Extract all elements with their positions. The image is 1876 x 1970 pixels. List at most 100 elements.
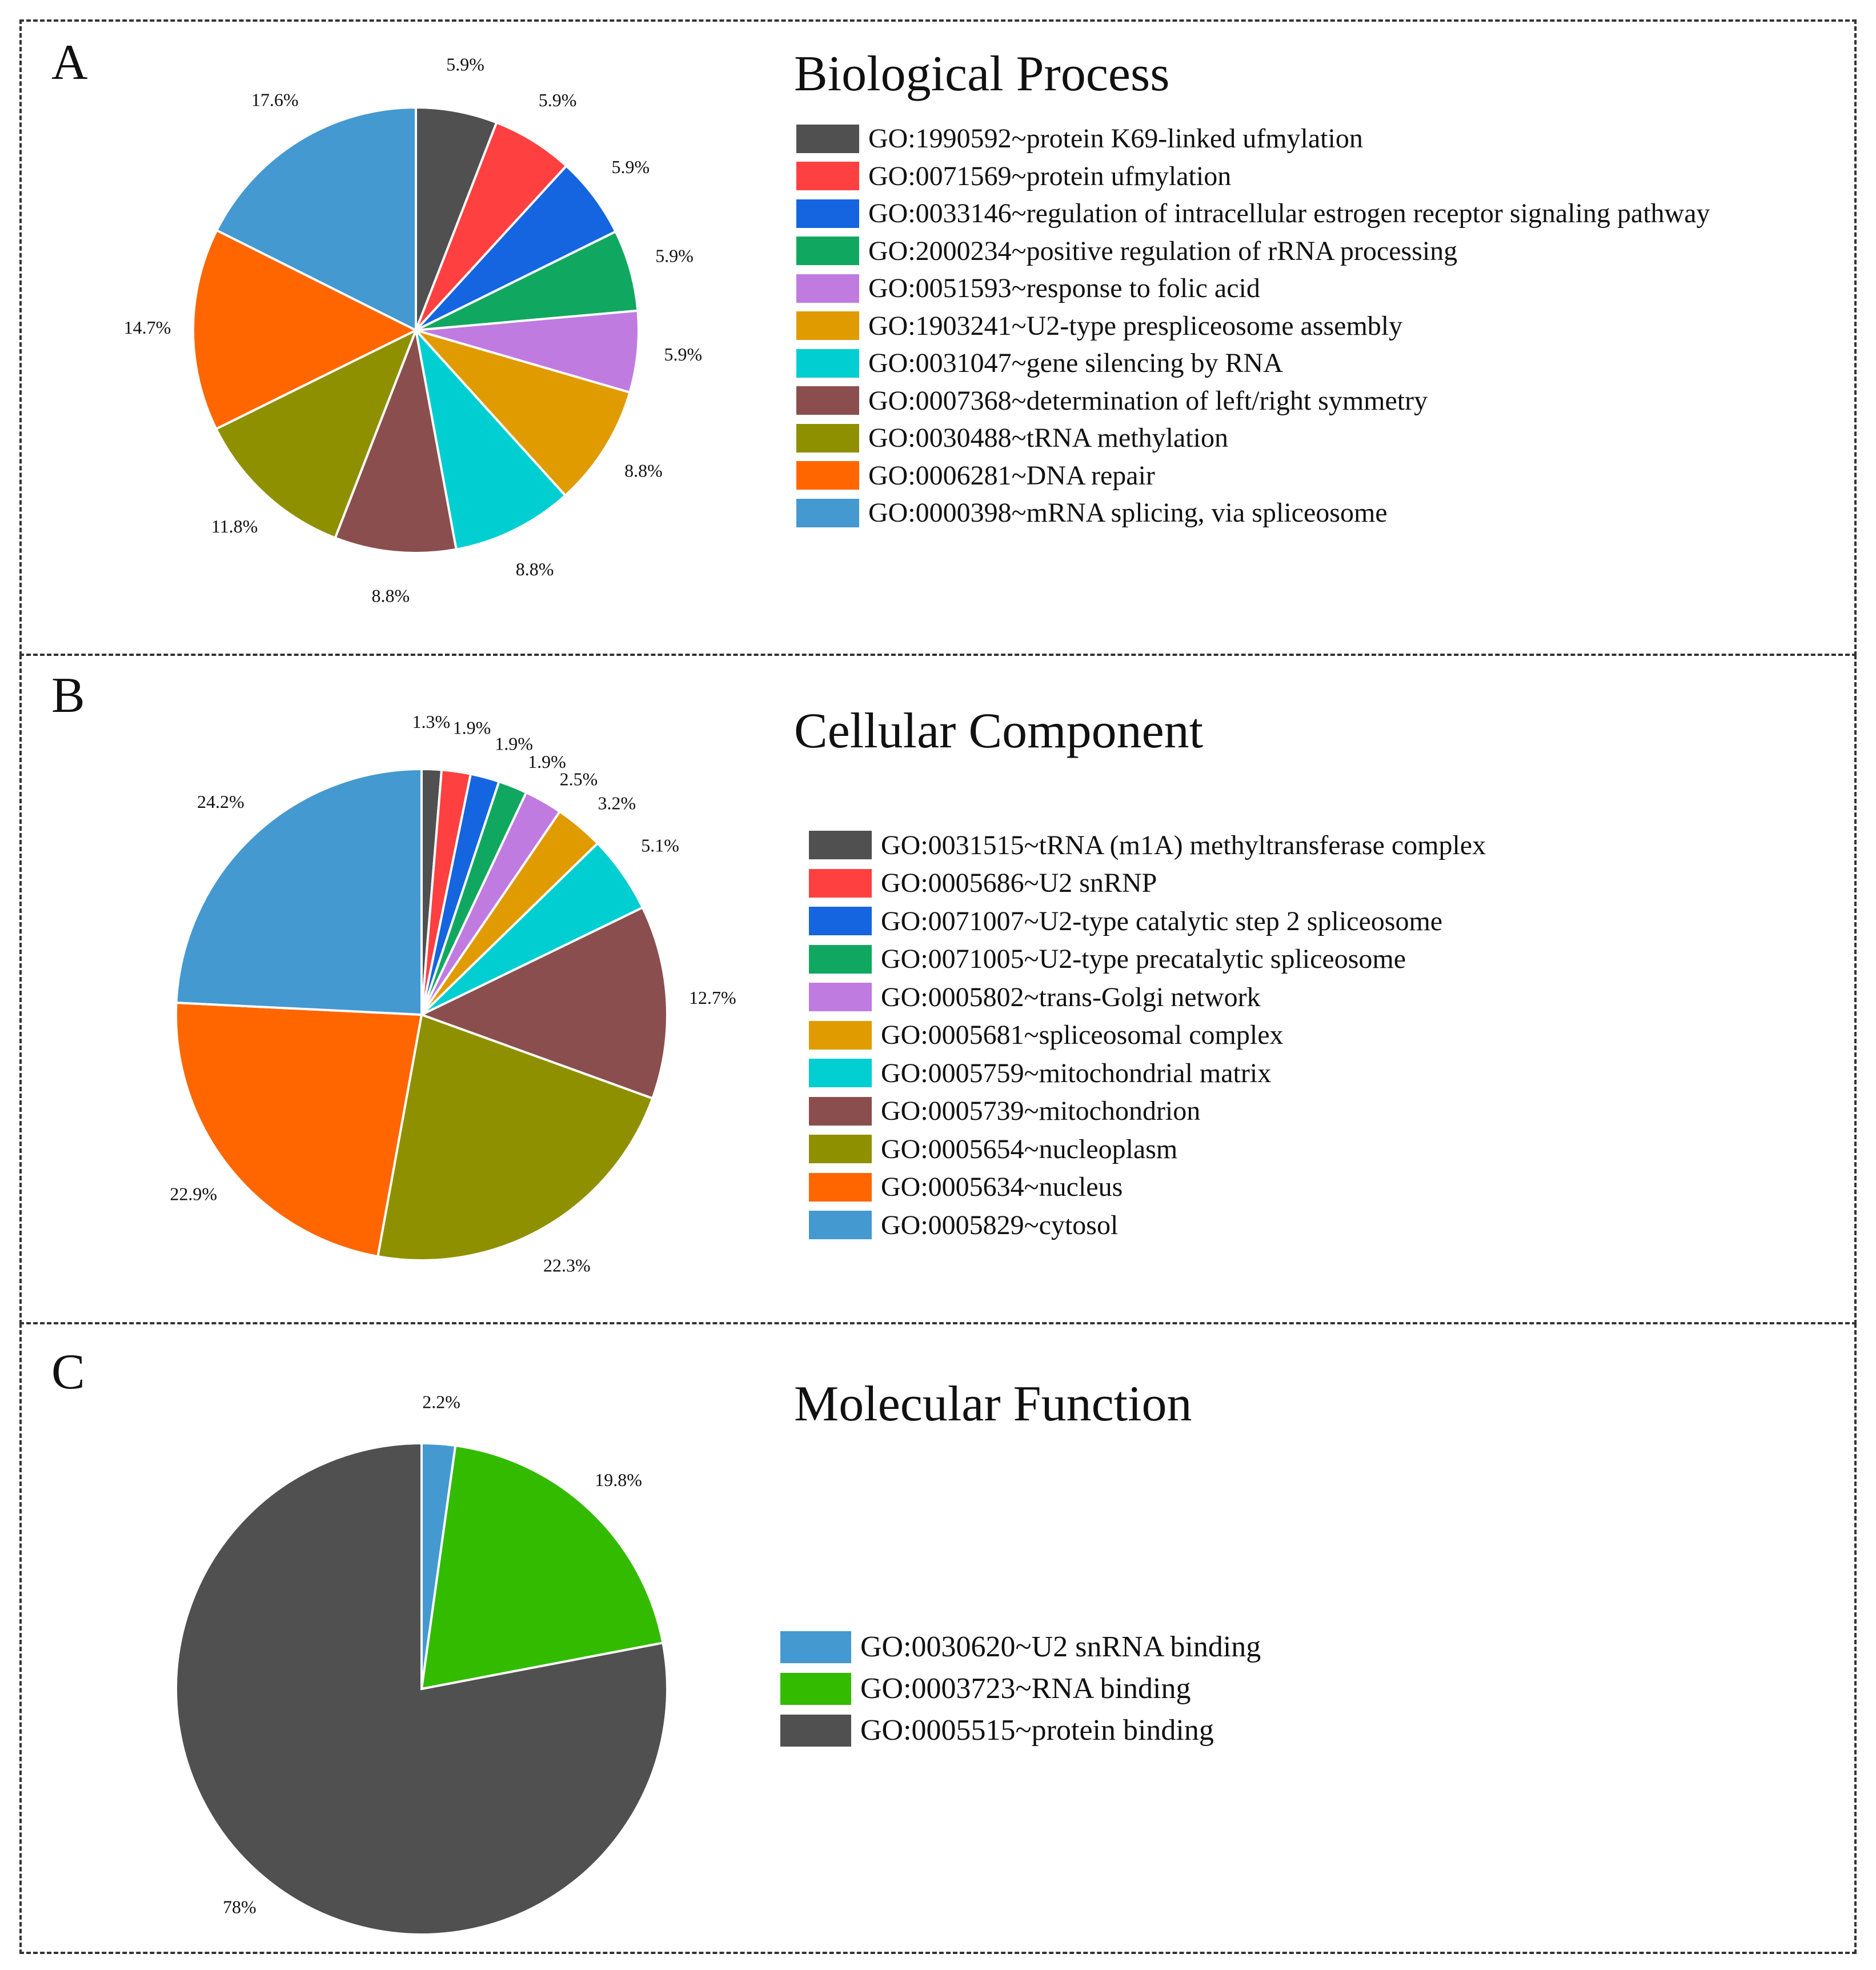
legend-item: GO:0033146~regulation of intracellular e… [796, 195, 1710, 233]
legend-swatch [809, 944, 872, 974]
legend-item: GO:0071005~U2-type precatalytic spliceos… [809, 940, 1486, 979]
panel-letter: C [51, 1344, 85, 1400]
slice-percent-label: 11.8% [211, 516, 258, 536]
legend-label: GO:0030488~tRNA methylation [868, 423, 1228, 454]
pie-slice [415, 230, 639, 331]
legend-swatch [796, 423, 859, 453]
legend-swatch [796, 311, 859, 341]
legend-label: GO:0071005~U2-type precatalytic spliceos… [881, 944, 1406, 975]
legend-label: GO:0005681~spliceosomal complex [881, 1020, 1284, 1051]
panel-cellular-component: B Cellular Component 1.3%1.9%1.9%1.9%2.5… [19, 655, 1857, 1324]
pie-slice [415, 309, 640, 394]
legend-item: GO:0031047~gene silencing by RNA [796, 345, 1710, 382]
pie-slice [415, 106, 498, 331]
pie-slice [412, 328, 631, 498]
legend-label: GO:0005802~trans-Golgi network [881, 982, 1261, 1012]
legend-item: GO:0071569~protein ufmylation [796, 158, 1710, 195]
legend-swatch [809, 983, 872, 1012]
legend-item: GO:0007368~determination of left/right s… [796, 382, 1710, 420]
legend-label: GO:0003723~RNA binding [860, 1672, 1191, 1705]
slice-percent-label: 78% [223, 1897, 256, 1917]
legend-item: GO:0005829~cytosol [809, 1206, 1486, 1244]
legend-swatch [780, 1631, 851, 1663]
legend-item: GO:0030488~tRNA methylation [796, 419, 1710, 457]
legend-biological-process: GO:1990592~protein K69-linked ufmylation… [796, 120, 1710, 532]
pie-slice [334, 326, 458, 554]
pie-slice [415, 164, 618, 331]
legend-swatch [796, 199, 859, 228]
pie-slice [376, 1013, 654, 1262]
slice-percent-label: 1.3% [412, 711, 451, 732]
slice-percent-label: 5.1% [641, 835, 679, 855]
slice-percent-label: 12.7% [689, 987, 736, 1008]
legend-swatch [796, 237, 859, 266]
legend-label: GO:0005654~nucleoplasm [881, 1134, 1178, 1164]
legend-label: GO:0006281~DNA repair [868, 460, 1155, 491]
legend-swatch [809, 1096, 872, 1126]
panel-letter: A [51, 35, 88, 90]
panel-letter: B [51, 668, 85, 723]
legend-label: GO:0000398~mRNA splicing, via spliceosom… [868, 498, 1388, 528]
legend-item: GO:0030620~U2 snRNA binding [780, 1626, 1261, 1668]
legend-cellular-component: GO:0031515~tRNA (m1A) methyltransferase … [809, 826, 1486, 1244]
legend-label: GO:0005515~protein binding [860, 1714, 1214, 1747]
legend-item: GO:0000398~mRNA splicing, via spliceosom… [796, 494, 1710, 532]
pie-slice [414, 326, 567, 551]
chart-title: Molecular Function [794, 1376, 1192, 1432]
legend-swatch [809, 1172, 872, 1202]
legend-label: GO:0031515~tRNA (m1A) methyltransferase … [881, 830, 1486, 860]
pie-slice [214, 327, 418, 540]
legend-item: GO:0005515~protein binding [780, 1709, 1261, 1751]
legend-item: GO:0071007~U2-type catalytic step 2 spli… [809, 902, 1486, 940]
legend-swatch [809, 907, 872, 936]
legend-label: GO:0033146~regulation of intracellular e… [868, 198, 1710, 229]
panel-molecular-function: C Molecular Function 2.2%19.8%78% GO:003… [19, 1323, 1857, 1954]
legend-label: GO:0031047~gene silencing by RNA [868, 348, 1283, 379]
legend-item: GO:0005802~trans-Golgi network [809, 978, 1486, 1016]
slice-percent-label: 3.2% [598, 793, 636, 814]
slice-percent-label: 24.2% [197, 791, 244, 812]
slice-percent-label: 1.9% [528, 751, 566, 772]
slice-percent-label: 2.5% [560, 768, 598, 789]
slice-percent-label: 1.9% [495, 734, 533, 754]
pie-slice [418, 906, 668, 1100]
pie-slice [175, 1442, 668, 1936]
legend-label: GO:0005739~mitochondrion [881, 1096, 1201, 1127]
pie-slice [192, 229, 419, 431]
legend-label: GO:1990592~protein K69-linked ufmylation [868, 123, 1363, 154]
legend-label: GO:0005829~cytosol [881, 1210, 1119, 1240]
legend-item: GO:0005681~spliceosomal complex [809, 1016, 1486, 1055]
panel-biological-process: A Biological Process 5.9%5.9%5.9%5.9%5.9… [19, 19, 1857, 656]
legend-item: GO:0031515~tRNA (m1A) methyltransferase … [809, 826, 1486, 864]
slice-percent-label: 22.9% [170, 1184, 217, 1204]
legend-item: GO:0051593~response to folic acid [796, 270, 1710, 307]
slice-percent-label: 5.9% [446, 54, 484, 74]
slice-percent-label: 17.6% [251, 89, 299, 110]
legend-swatch [780, 1672, 851, 1705]
legend-label: GO:0071007~U2-type catalytic step 2 spli… [881, 906, 1443, 936]
slice-percent-label: 8.8% [624, 461, 663, 481]
legend-item: GO:0003723~RNA binding [780, 1668, 1261, 1709]
legend-label: GO:0030620~U2 snRNA binding [860, 1631, 1261, 1663]
legend-swatch [809, 831, 872, 860]
legend-swatch [796, 162, 859, 191]
pie-chart-molecular-function: 2.2%19.8%78% [175, 1392, 668, 1936]
slice-percent-label: 5.9% [539, 90, 577, 110]
legend-label: GO:0007368~determination of left/right s… [868, 385, 1428, 416]
legend-swatch [809, 1059, 872, 1088]
legend-swatch [780, 1714, 851, 1747]
slice-percent-label: 5.9% [655, 245, 694, 266]
slice-percent-label: 8.8% [516, 559, 554, 579]
pie-slice [175, 767, 423, 1016]
legend-item: GO:2000234~positive regulation of rRNA p… [796, 233, 1710, 270]
slice-percent-label: 14.7% [124, 317, 171, 338]
pie-slice [215, 106, 417, 333]
legend-item: GO:0005686~U2 snRNP [809, 864, 1486, 903]
legend-swatch [809, 1135, 872, 1164]
pie-slice [415, 121, 568, 331]
legend-item: GO:0005634~nucleus [809, 1168, 1486, 1207]
legend-swatch [809, 1211, 872, 1240]
legend-swatch [809, 868, 872, 898]
pie-slice [420, 1444, 664, 1691]
